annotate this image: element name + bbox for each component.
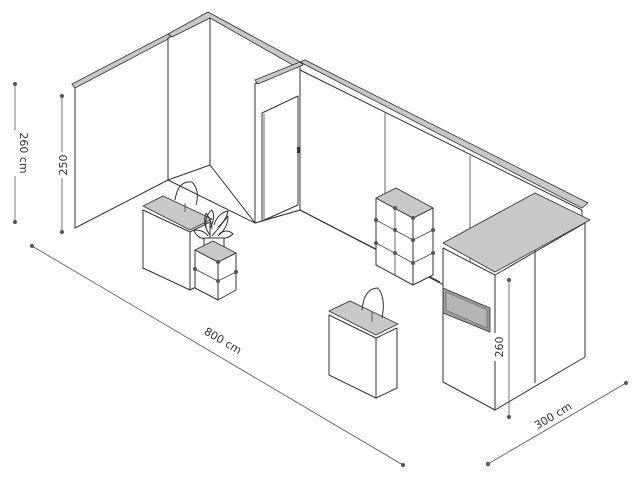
dimension-right-height: 260 [491,278,511,419]
dimension-left-inner: 250 [55,94,71,234]
monitor [442,287,491,333]
counter-center [328,300,399,399]
chair-left [174,181,198,212]
right-wall [442,192,591,411]
storage-door [261,95,299,222]
cube-shelf-small [193,240,238,301]
dimension-right-height-label: 260 [493,337,506,358]
dimension-left-inner-label: 250 [57,155,70,176]
door-handle [297,147,300,153]
dimension-left-outer-label: 260 cm [17,132,30,173]
storage-room [254,61,304,224]
dimension-left-outer: 260 cm [5,82,30,224]
chair-center [361,287,384,322]
cube-shelf-tall [374,187,435,286]
